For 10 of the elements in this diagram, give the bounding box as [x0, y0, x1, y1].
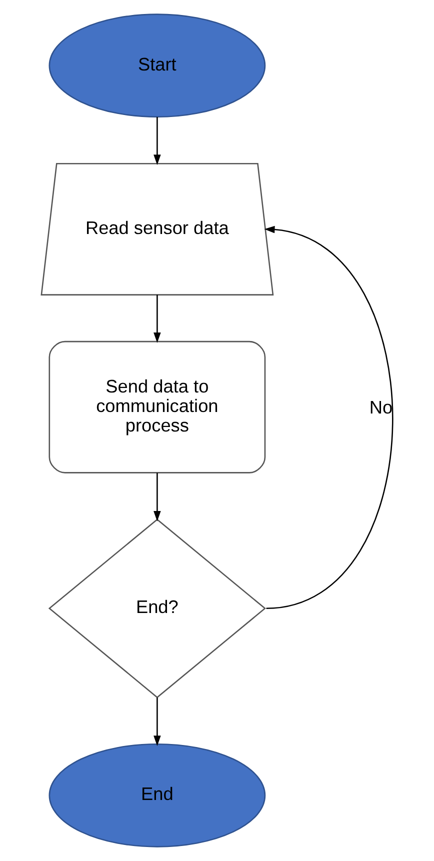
node-ellipse: End [48, 743, 266, 848]
node-diamond: End? [48, 518, 266, 698]
edge-label: No [369, 398, 393, 418]
node-box: Send data to communication process [48, 340, 266, 474]
arrow [154, 472, 161, 522]
arrow [154, 294, 161, 343]
arrow [154, 116, 161, 166]
node-ellipse: Start [48, 14, 266, 118]
arrow [264, 226, 394, 610]
arrow [154, 698, 161, 746]
